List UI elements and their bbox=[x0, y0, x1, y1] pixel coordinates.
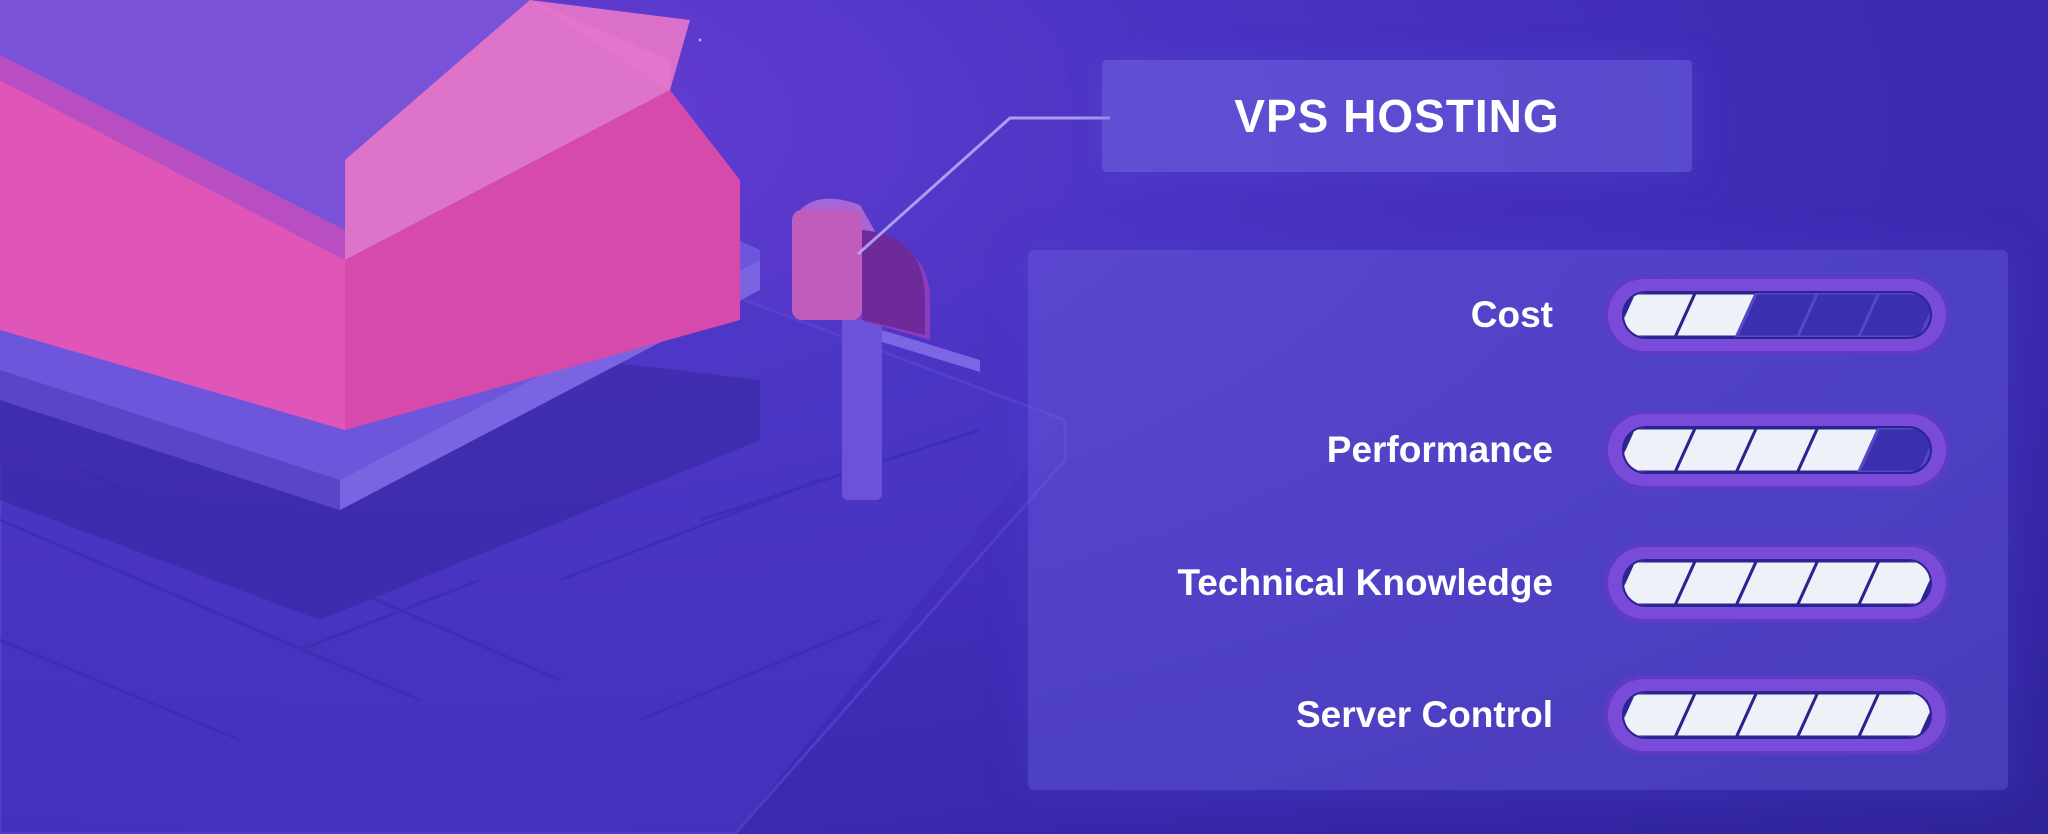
rating-segment-filled bbox=[1795, 693, 1881, 737]
rating-track bbox=[1622, 691, 1932, 739]
rating-segment-empty bbox=[1857, 428, 1930, 472]
metric-label: Performance bbox=[1326, 429, 1553, 470]
title: VPS HOSTING bbox=[1234, 90, 1560, 142]
metric-row-performance: Performance bbox=[1028, 410, 2008, 490]
rating-meter bbox=[1604, 275, 1950, 355]
rating-segment-filled bbox=[1795, 561, 1881, 605]
metric-row-technical-knowledge: Technical Knowledge bbox=[1028, 543, 2008, 623]
rating-segments bbox=[1624, 693, 1930, 737]
rating-meter bbox=[1604, 543, 1950, 623]
rating-segment-filled bbox=[1734, 428, 1820, 472]
metric-label: Server Control bbox=[1295, 694, 1553, 735]
rating-meter bbox=[1604, 675, 1950, 755]
rating-segment-empty bbox=[1795, 293, 1881, 337]
house bbox=[0, 0, 760, 510]
rating-segment-filled bbox=[1673, 561, 1759, 605]
rating-segment-filled bbox=[1624, 561, 1697, 605]
rating-segment-empty bbox=[1857, 293, 1930, 337]
rating-segments bbox=[1624, 428, 1930, 472]
rating-track bbox=[1622, 426, 1932, 474]
rating-track bbox=[1622, 559, 1932, 607]
metric-label: Technical Knowledge bbox=[1177, 562, 1553, 603]
rating-meter bbox=[1604, 410, 1950, 490]
rating-segment-filled bbox=[1624, 293, 1697, 337]
metric-row-cost: Cost bbox=[1028, 275, 2008, 355]
metric-label: Cost bbox=[1470, 294, 1553, 335]
rating-segment-filled bbox=[1624, 693, 1697, 737]
rating-segment-filled bbox=[1857, 693, 1930, 737]
metrics-panel: Cost Performance Technical Knowledge Ser… bbox=[1028, 250, 2008, 790]
rating-segment-filled bbox=[1624, 428, 1697, 472]
rating-segments bbox=[1624, 561, 1930, 605]
mailbox-icon bbox=[792, 198, 980, 500]
rating-segment-filled bbox=[1673, 693, 1759, 737]
rating-segment-filled bbox=[1795, 428, 1881, 472]
rating-segment-empty bbox=[1734, 293, 1820, 337]
rating-segment-filled bbox=[1673, 293, 1759, 337]
rating-segments bbox=[1624, 293, 1930, 337]
title-box: VPS HOSTING bbox=[1102, 60, 1692, 172]
rating-segment-filled bbox=[1673, 428, 1759, 472]
rating-segment-filled bbox=[1734, 561, 1820, 605]
rating-segment-filled bbox=[1857, 561, 1930, 605]
rating-segment-filled bbox=[1734, 693, 1820, 737]
rating-track bbox=[1622, 291, 1932, 339]
metric-row-server-control: Server Control bbox=[1028, 675, 2008, 755]
connector-line bbox=[856, 116, 1110, 256]
